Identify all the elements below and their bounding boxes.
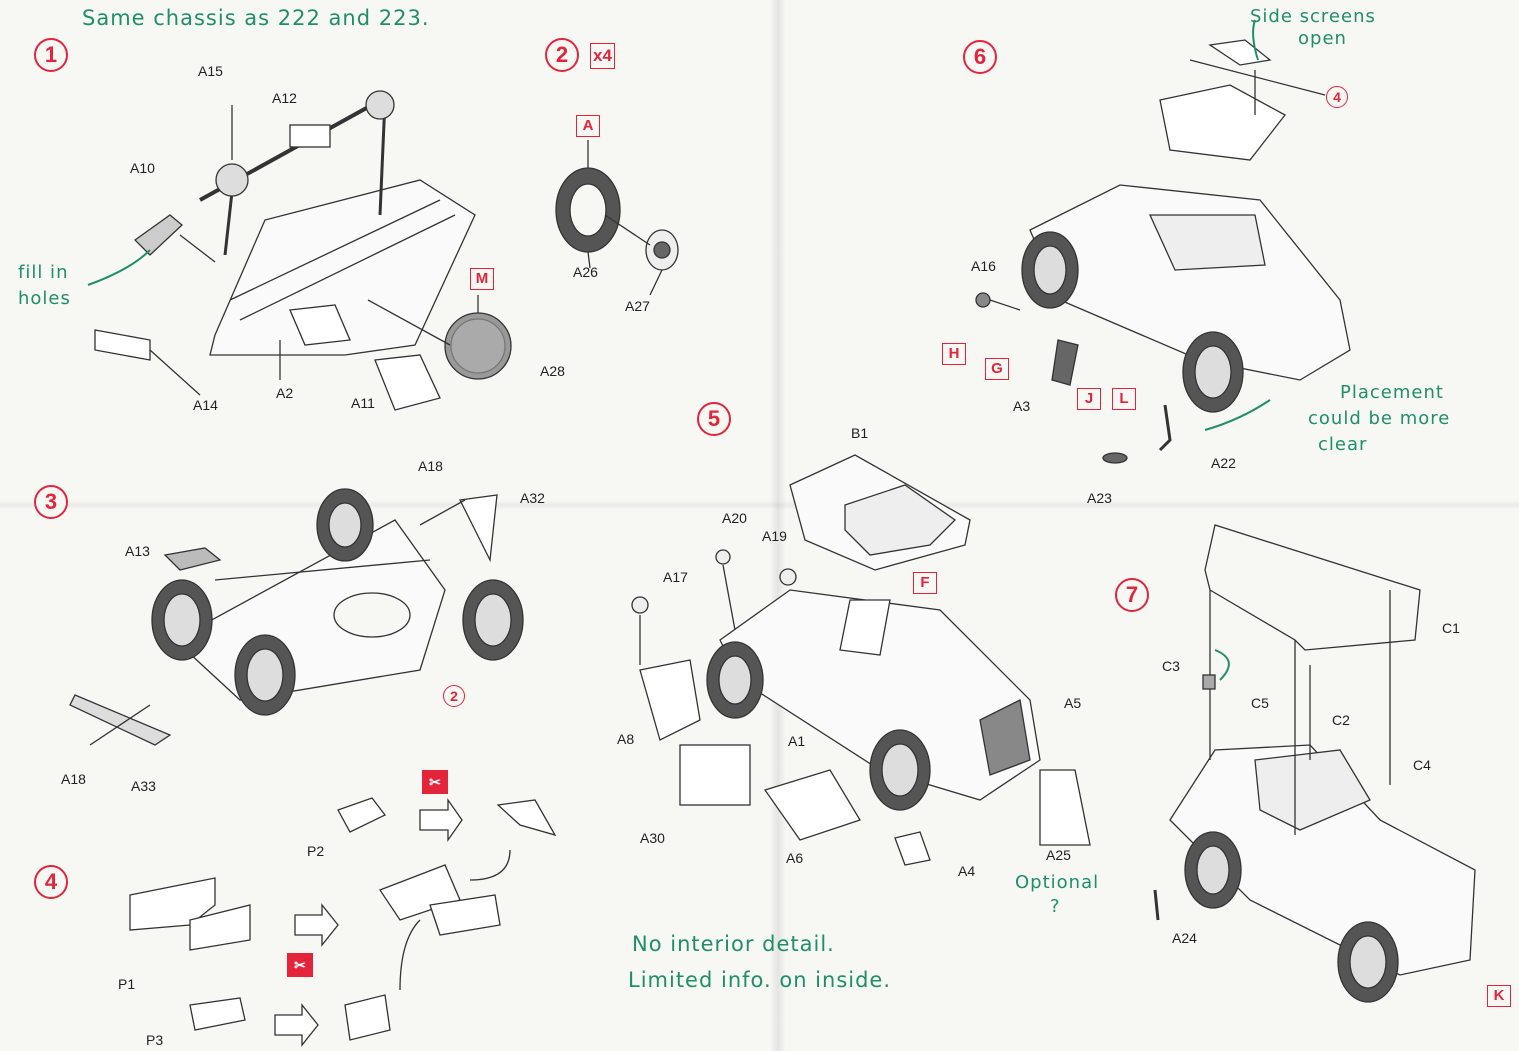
- step-ref-2: 2: [443, 685, 465, 707]
- part-label-a19: A19: [762, 528, 787, 544]
- part-label-c5: C5: [1251, 695, 1269, 711]
- step2-wheel-drawing: [555, 140, 679, 296]
- part-label-b1: B1: [851, 425, 869, 441]
- part-label-p2: P2: [307, 843, 325, 859]
- part-label-a10: A10: [130, 160, 155, 176]
- step-number-3: 3: [34, 485, 68, 519]
- part-label-a18-top: A18: [418, 458, 443, 474]
- step-number-5: 5: [697, 402, 731, 436]
- step6-vehicle-drawing: [975, 39, 1351, 464]
- part-label-a18-bottom: A18: [61, 771, 86, 787]
- step-number-2: 2: [545, 38, 579, 72]
- part-label-a12: A12: [272, 90, 297, 106]
- step-number-6: 6: [963, 40, 997, 74]
- part-label-c1: C1: [1442, 620, 1460, 636]
- part-label-a33: A33: [131, 778, 156, 794]
- marker-k: K: [1487, 985, 1511, 1007]
- part-label-p1: P1: [118, 976, 136, 992]
- part-label-a11: A11: [351, 395, 375, 411]
- part-label-a4: A4: [958, 863, 976, 879]
- part-label-a27: A27: [625, 298, 650, 314]
- step-number-4: 4: [34, 865, 68, 899]
- part-label-a2: A2: [276, 385, 294, 401]
- part-label-a16: A16: [971, 258, 996, 274]
- part-label-a6: A6: [786, 850, 804, 866]
- note-clear: clear: [1318, 434, 1368, 455]
- part-label-a22: A22: [1211, 455, 1236, 471]
- step1-chassis-drawing: [94, 90, 512, 411]
- marker-a: A: [576, 115, 600, 137]
- part-label-a24: A24: [1172, 930, 1197, 946]
- part-label-a32: A32: [520, 490, 545, 506]
- part-label-a8: A8: [617, 731, 635, 747]
- step-number-1: 1: [34, 38, 68, 72]
- part-label-a13: A13: [125, 543, 150, 559]
- note-could-be-more: could be more: [1308, 408, 1451, 429]
- part-label-a30: A30: [640, 830, 665, 846]
- part-label-a23: A23: [1087, 490, 1112, 506]
- page-crease: [0, 500, 1519, 510]
- note-side-screens: Side screens: [1250, 6, 1376, 27]
- scissors-icon: ✂: [422, 770, 448, 794]
- part-label-c3: C3: [1162, 658, 1180, 674]
- marker-h: H: [942, 343, 966, 365]
- part-label-p3: P3: [146, 1032, 164, 1048]
- part-label-a14: A14: [193, 397, 218, 413]
- part-label-a15: A15: [198, 63, 223, 79]
- step-number-7: 7: [1115, 578, 1149, 612]
- marker-l: L: [1112, 388, 1136, 410]
- note-limited-info: Limited info. on inside.: [628, 968, 892, 992]
- step3-chassis-drawing: [69, 488, 524, 746]
- note-chassis: Same chassis as 222 and 223.: [82, 6, 430, 30]
- marker-g: G: [985, 358, 1009, 380]
- step4-mudguard-drawing: [129, 797, 557, 1047]
- note-question-mark: ?: [1050, 896, 1061, 917]
- part-label-c4: C4: [1413, 757, 1431, 773]
- part-label-a17: A17: [663, 569, 688, 585]
- part-label-a25: A25: [1046, 847, 1071, 863]
- note-open: open: [1298, 28, 1347, 49]
- part-label-a1: A1: [788, 733, 806, 749]
- part-label-a20: A20: [722, 510, 747, 526]
- note-optional: Optional: [1015, 872, 1100, 893]
- marker-j: J: [1077, 388, 1101, 410]
- note-fill-in: fill in: [18, 262, 69, 283]
- note-placement: Placement: [1340, 382, 1444, 403]
- part-label-a28: A28: [540, 363, 565, 379]
- marker-m: M: [470, 268, 494, 290]
- step5-body-drawing: [631, 454, 1091, 866]
- part-label-a3: A3: [1013, 398, 1031, 414]
- part-label-a5: A5: [1064, 695, 1082, 711]
- note-no-interior: No interior detail.: [632, 932, 835, 956]
- scissors-icon: ✂: [287, 953, 313, 977]
- step-ref-4: 4: [1326, 86, 1348, 108]
- step7-vehicle-drawing: [1153, 524, 1476, 1003]
- part-label-c2: C2: [1332, 712, 1350, 728]
- quantity-badge: x4: [590, 43, 615, 69]
- marker-f: F: [913, 572, 937, 594]
- note-holes: holes: [18, 288, 71, 309]
- part-label-a26: A26: [573, 264, 598, 280]
